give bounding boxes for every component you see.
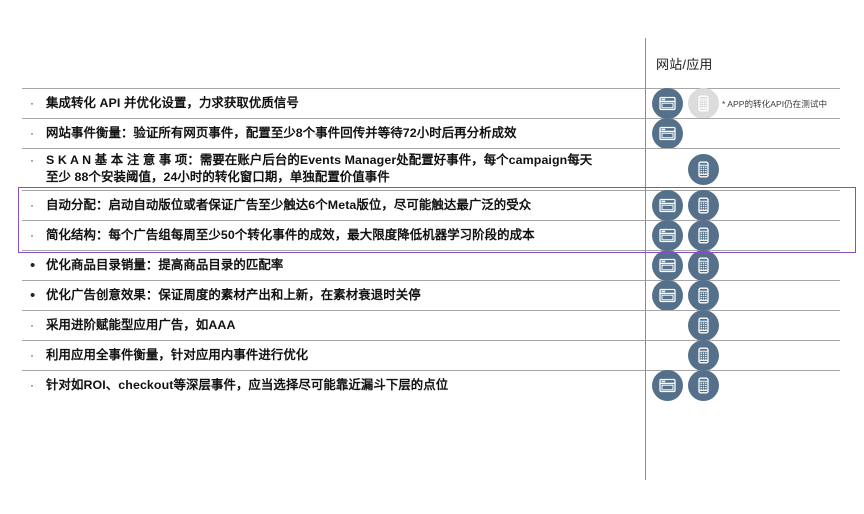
platform-icons-cell: [652, 87, 719, 119]
bullet-marker: •: [30, 286, 36, 304]
table-row[interactable]: · 利用应用全事件衡量，针对应用内事件进行优化: [30, 347, 640, 364]
row-divider-left: [22, 370, 645, 371]
row-divider-left: [22, 220, 645, 221]
row-divider-left: [22, 310, 645, 311]
browser-window-icon: [652, 279, 683, 311]
browser-window-icon: [652, 189, 683, 221]
row-divider-left: [22, 190, 645, 191]
row-divider-left: [22, 280, 645, 281]
row-text: 针对如ROI、checkout等深层事件，应当选择尽可能靠近漏斗下层的点位: [46, 377, 449, 392]
platform-icons-cell: [652, 153, 719, 185]
row-text: 优化广告创意效果：保证周度的素材产出和上新，在素材衰退时关停: [46, 287, 421, 302]
row-divider-right: [646, 250, 840, 251]
bullet-marker: ·: [30, 347, 34, 362]
platform-icons-cell: [652, 117, 719, 149]
row-text: 利用应用全事件衡量，针对应用内事件进行优化: [46, 347, 309, 362]
mobile-phone-icon: [688, 369, 719, 401]
mobile-phone-icon: [688, 219, 719, 251]
column-header-label: 网站/应用: [656, 57, 713, 72]
table-row[interactable]: · 集成转化 API 并优化设置，力求获取优质信号: [30, 95, 640, 112]
platform-icons-cell: [652, 369, 719, 401]
mobile-phone-icon: [688, 309, 719, 341]
bullet-marker: ·: [30, 377, 34, 392]
row-divider-left: [22, 88, 645, 89]
bullet-marker: ·: [30, 197, 34, 212]
platform-icons-cell: [652, 309, 719, 341]
bullet-marker: ·: [30, 95, 34, 110]
footnote-text: * APP的转化API仍在测试中: [722, 98, 828, 109]
bullet-marker: •: [30, 256, 36, 274]
mobile-phone-icon: [688, 339, 719, 371]
platform-icons-cell: [652, 249, 719, 281]
icon-placeholder: [652, 340, 683, 371]
browser-window-icon: [652, 249, 683, 281]
table-row[interactable]: • 优化广告创意效果：保证周度的素材产出和上新，在素材衰退时关停: [30, 287, 640, 304]
platform-icons-cell: [652, 219, 719, 251]
bullet-marker: ·: [30, 125, 34, 140]
table-row[interactable]: • 优化商品目录销量：提高商品目录的匹配率: [30, 257, 640, 274]
icon-placeholder: [688, 118, 719, 149]
platform-icons-cell: [652, 339, 719, 371]
row-divider-right: [646, 88, 840, 89]
browser-window-icon: [652, 219, 683, 251]
row-divider-right: [646, 190, 840, 191]
row-text: 集成转化 API 并优化设置，力求获取优质信号: [46, 95, 299, 110]
table-row[interactable]: · 采用进阶赋能型应用广告，如AAA: [30, 317, 640, 334]
browser-window-icon: [652, 369, 683, 401]
mobile-phone-icon: [688, 249, 719, 281]
icon-placeholder: [652, 154, 683, 185]
row-divider-right: [646, 310, 840, 311]
row-divider-right: [646, 220, 840, 221]
row-divider-right: [646, 148, 840, 149]
browser-window-icon: [652, 117, 683, 149]
row-divider-left: [22, 250, 645, 251]
platform-icons-cell: [652, 279, 719, 311]
row-text: 简化结构：每个广告组每周至少50个转化事件的成效，最大限度降低机器学习阶段的成本: [46, 227, 535, 242]
row-text: S K A N 基 本 注 意 事 项：需要在账户后台的Events Manag…: [46, 153, 593, 184]
platform-icons-cell: [652, 189, 719, 221]
row-divider-right: [646, 340, 840, 341]
row-divider-left: [22, 340, 645, 341]
mobile-phone-icon: [688, 189, 719, 221]
row-text: 网站事件衡量：验证所有网页事件，配置至少8个事件回传并等待72小时后再分析成效: [46, 125, 517, 140]
browser-window-icon: [652, 87, 683, 119]
table-row[interactable]: · 网站事件衡量：验证所有网页事件，配置至少8个事件回传并等待72小时后再分析成效: [30, 125, 640, 142]
mobile-phone-icon: [688, 153, 719, 185]
mobile-phone-icon: [688, 279, 719, 311]
row-divider-right: [646, 118, 840, 119]
row-divider-right: [646, 280, 840, 281]
bullet-marker: ·: [30, 317, 34, 332]
bullet-marker: ·: [30, 153, 34, 167]
row-text: 优化商品目录销量：提高商品目录的匹配率: [46, 257, 284, 272]
bullet-marker: ·: [30, 227, 34, 242]
table-row[interactable]: · S K A N 基 本 注 意 事 项：需要在账户后台的Events Mana…: [30, 152, 640, 186]
row-text: 采用进阶赋能型应用广告，如AAA: [46, 317, 236, 332]
table-row[interactable]: · 自动分配：启动自动版位或者保证广告至少触达6个Meta版位，尽可能触达最广泛的…: [30, 197, 640, 214]
row-text: 自动分配：启动自动版位或者保证广告至少触达6个Meta版位，尽可能触达最广泛的受…: [46, 197, 532, 212]
row-divider-right: [646, 370, 840, 371]
column-divider: [645, 38, 646, 480]
row-divider-left: [22, 118, 645, 119]
row-divider-left: [22, 148, 645, 149]
table-row[interactable]: · 针对如ROI、checkout等深层事件，应当选择尽可能靠近漏斗下层的点位: [30, 377, 640, 394]
mobile-phone-icon: [688, 87, 719, 119]
table-row[interactable]: · 简化结构：每个广告组每周至少50个转化事件的成效，最大限度降低机器学习阶段的成…: [30, 227, 640, 244]
icon-placeholder: [652, 310, 683, 341]
